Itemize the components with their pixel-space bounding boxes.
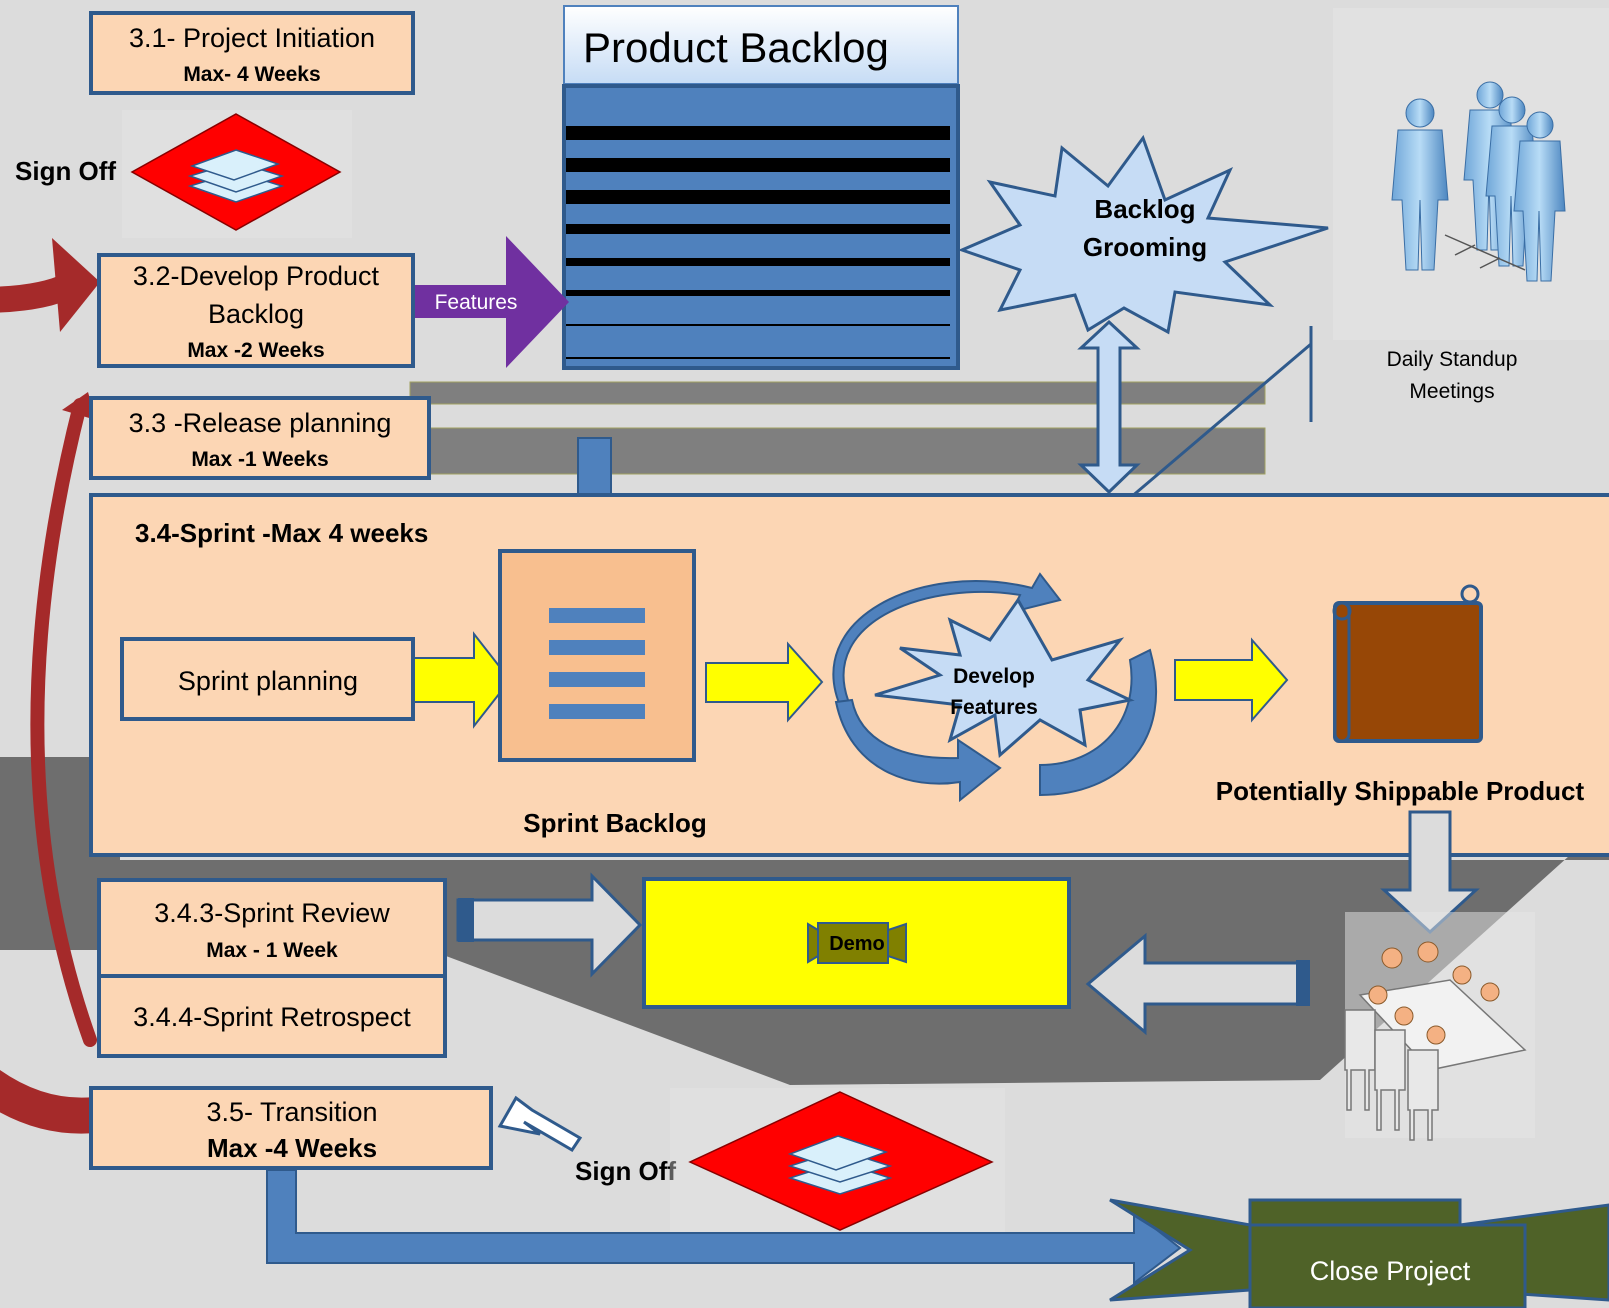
develop-features-line1: Develop [953, 665, 1035, 688]
sign-off-bottom-label: Sign Off [575, 1156, 676, 1186]
features-label: Features [435, 291, 518, 314]
initiation-title: 3.1- Project Initiation [129, 23, 375, 53]
demo-label: Demo [829, 933, 885, 955]
backlog-grooming-line1: Backlog [1094, 194, 1195, 224]
review-meeting-people-icon [1344, 912, 1535, 1141]
release-planning-duration: Max -1 Weeks [191, 448, 328, 471]
arrow-tail-block [1296, 960, 1310, 1006]
daily-standup-people-icon [1333, 8, 1609, 340]
iteration-red-arrows [0, 238, 113, 1134]
sprint-planning-box [120, 637, 415, 721]
red-arrowhead-icon [62, 392, 96, 420]
sprint-retrospect-box: 3.4.4-Sprint Retrospect [97, 974, 447, 1058]
develop-backlog-duration: Max -2 Weeks [187, 339, 324, 362]
release-planning-title: 3.3 -Release planning [129, 408, 392, 438]
close-project-label: Close Project [1310, 1256, 1471, 1286]
close-project-banner: Close Project [1109, 1198, 1609, 1308]
product-backlog-header [563, 5, 959, 85]
meeting-to-demo-arrow [1085, 932, 1300, 1036]
backlog-grooming-line2: Grooming [1083, 232, 1207, 262]
develop-backlog-box: 3.2-Develop Product Backlog Max -2 Weeks [97, 253, 415, 368]
sprint-backlog-label: Sprint Backlog [523, 808, 706, 838]
daily-standup-line1: Daily Standup [1387, 348, 1518, 371]
shippable-product-label: Potentially Shippable Product [1216, 776, 1585, 806]
sprint-retrospect-title: 3.4.4-Sprint Retrospect [133, 1002, 411, 1032]
sign-off-to-transition-arrow [497, 1095, 583, 1153]
sprint-planning-label: Sprint planning [178, 666, 358, 696]
arrow-tail-block [458, 898, 474, 942]
sprint-review-title: 3.4.3-Sprint Review [154, 898, 390, 928]
shippable-product-scroll-icon [1332, 584, 1483, 743]
sprint-title: 3.4-Sprint -Max 4 weeks [135, 518, 428, 548]
develop-backlog-title-line1: 3.2-Develop Product [133, 261, 380, 291]
release-planning-box: 3.3 -Release planning Max -1 Weeks [89, 396, 431, 480]
product-backlog: Product Backlog [562, 5, 960, 370]
transition-title: 3.5- Transition [206, 1097, 377, 1127]
red-arrowhead-icon [52, 238, 100, 332]
sign-off-document-icon [122, 110, 352, 238]
transition-box: 3.5- Transition Max -4 Weeks [89, 1086, 493, 1170]
yellow-arrow-icon [705, 641, 824, 723]
sign-off-document-icon [670, 1088, 1005, 1233]
review-to-demo-arrow [456, 872, 643, 978]
sign-off-top-label: Sign Off [15, 156, 116, 186]
sprint-container: 3.4-Sprint -Max 4 weeks Sprint planning … [89, 493, 1609, 857]
sprint-backlog-lines [549, 608, 645, 719]
yellow-arrow-icon [1174, 637, 1289, 723]
initiation-box: 3.1- Project Initiation Max- 4 Weeks [89, 11, 415, 95]
sprint-review-duration: Max - 1 Week [206, 939, 338, 962]
down-arrow-to-review [1380, 810, 1480, 935]
initiation-duration: Max- 4 Weeks [183, 63, 320, 86]
backlog-grooming: Backlog Grooming [957, 134, 1329, 335]
transition-duration: Max -4 Weeks [207, 1133, 377, 1163]
develop-features-burst [874, 597, 1135, 758]
video-camera-icon [807, 922, 907, 964]
product-backlog-title: Product Backlog [583, 24, 889, 71]
backlog-item-lines [566, 126, 950, 359]
develop-features-line2: Features [950, 696, 1038, 719]
grooming-sprint-double-arrow [1077, 319, 1141, 495]
daily-standup-line2: Meetings [1409, 380, 1494, 403]
sprint-review-box: 3.4.3-Sprint Review Max - 1 Week [97, 878, 447, 978]
sprint-cycle-arrows-icon [832, 572, 1157, 803]
demo-box: Demo [642, 877, 1071, 1009]
sprint-backlog-document-icon [498, 549, 696, 762]
develop-backlog-title-line2: Backlog [208, 299, 304, 329]
features-arrow: Features [414, 236, 569, 368]
yellow-arrow-icon [413, 631, 512, 729]
